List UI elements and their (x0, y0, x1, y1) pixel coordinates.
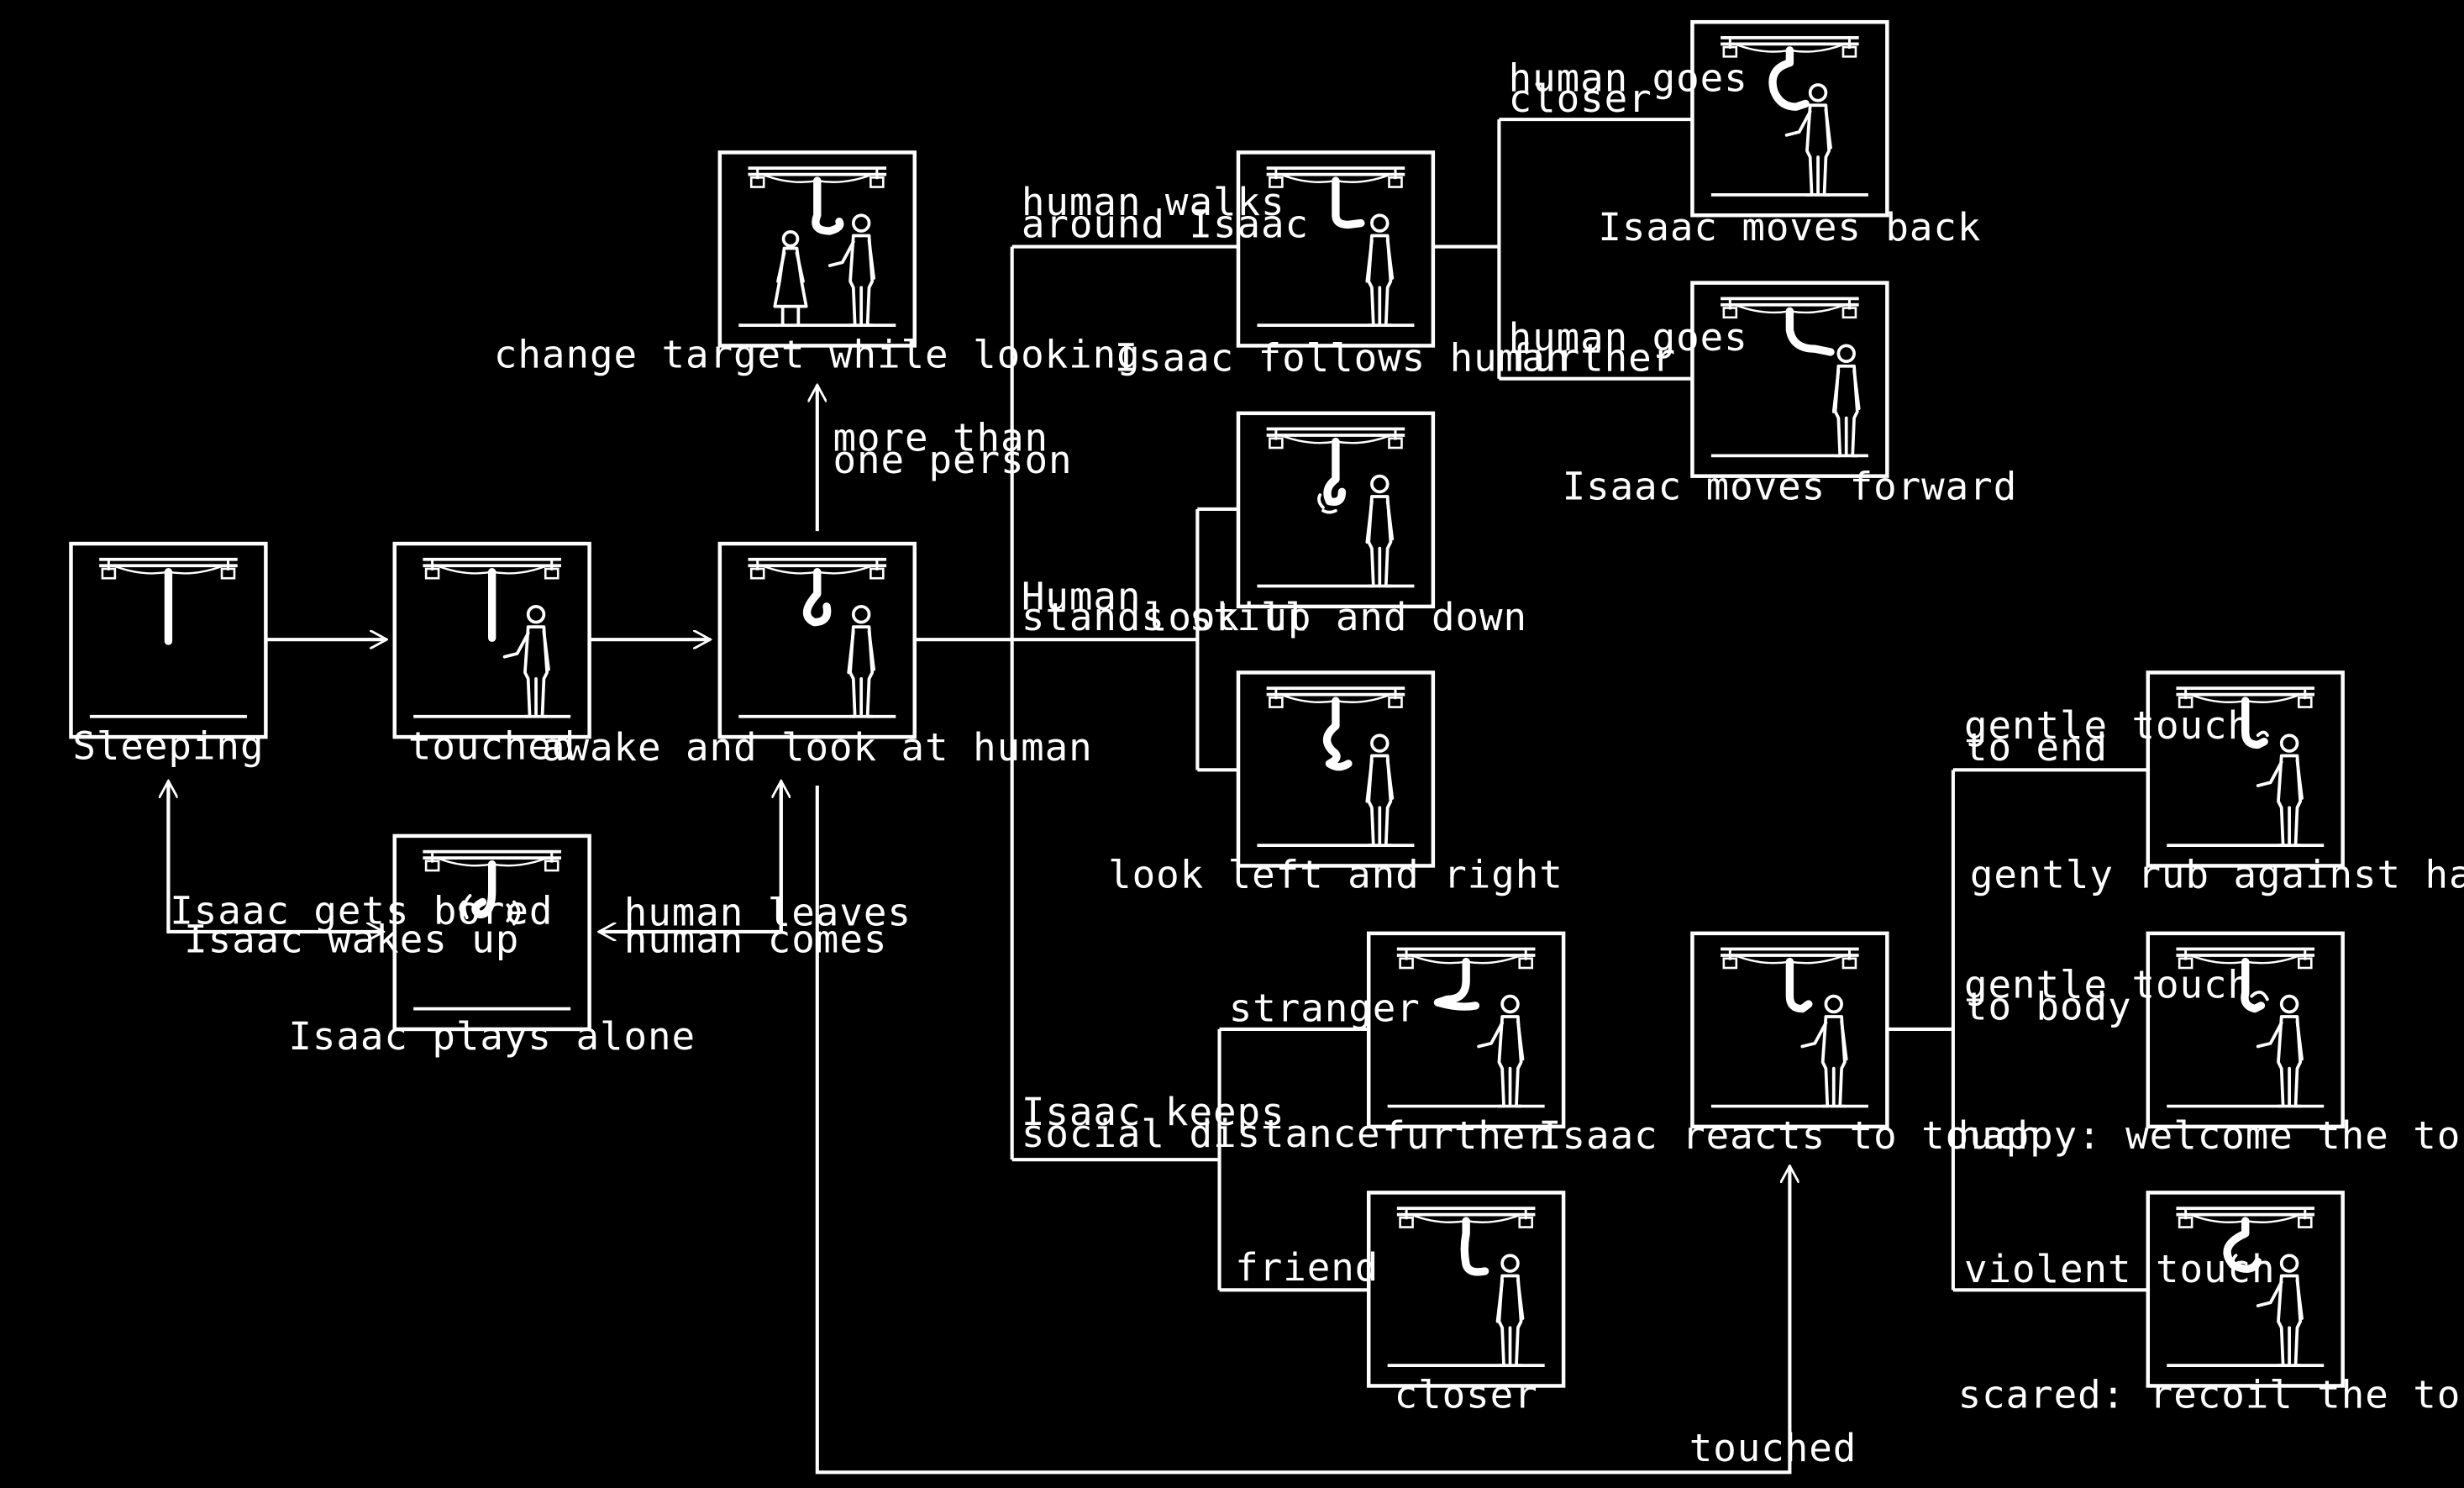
edge-social-distance-line2: social distance (1022, 1111, 1381, 1156)
label-moves-back: Isaac moves back (1598, 204, 1981, 250)
label-rub-hand: gently rub against hand (1970, 852, 2464, 897)
node-welcome-touch (2146, 931, 2345, 1129)
edge-walks-around-line1: human walks (1022, 179, 1285, 224)
label-touched: touched (408, 723, 576, 768)
edge-gentle-body-line1: gentle touch (1964, 962, 2251, 1007)
edge-gentle-end-line2: to end (1964, 724, 2108, 770)
edge-wakes-up: Isaac wakes up (184, 916, 519, 961)
edge-gentle-body-line2: to body (1964, 984, 2132, 1029)
node-further (1366, 931, 1566, 1129)
edge-goes-further-line1: human goes (1509, 314, 1748, 360)
label-follows: Isaac follows human (1115, 334, 1570, 380)
edge-labels: more than one person human walks around … (170, 55, 2276, 1470)
label-look-left-right: look left and right (1108, 852, 1563, 897)
node-touched (392, 541, 591, 739)
label-moves-forward: Isaac moves forward (1563, 464, 2018, 509)
node-moves-back (1690, 19, 1889, 218)
edge-friend: friend (1235, 1244, 1379, 1290)
label-plays-alone: Isaac plays alone (288, 1013, 696, 1059)
node-reacts-touch (1690, 931, 1889, 1129)
edge-violent-touch: violent touch (1964, 1246, 2276, 1291)
edge-goes-closer-line2: closer (1509, 76, 1652, 121)
label-further: further (1382, 1112, 1550, 1158)
edge-human-comes: human comes (624, 916, 888, 961)
label-awake: awake and look at human (542, 724, 1093, 770)
node-labels: Sleeping touched awake and look at human… (72, 204, 2464, 1417)
node-recoil-touch (2146, 1191, 2345, 1388)
node-plays-alone (392, 833, 591, 1032)
edge-goes-further-line2: further (1509, 334, 1677, 380)
edge-gentle-end-line1: gentle touch (1964, 702, 2251, 748)
node-look-up-down (1236, 411, 1436, 609)
edge-touched-loop: touched (1689, 1425, 1857, 1470)
edge-social-distance-line1: Isaac keeps (1022, 1089, 1285, 1134)
edge-stands-still-line1: Human (1022, 574, 1142, 619)
connectors (168, 118, 2146, 1475)
edge-stranger: stranger (1229, 986, 1421, 1031)
edge-goes-closer-line1: human goes (1509, 55, 1748, 100)
label-change-target: change target while looking (494, 332, 1141, 377)
edge-more-than-one-line1: more than (833, 415, 1048, 460)
node-follows-human (1236, 150, 1436, 348)
edge-walks-around-line2: around Isaac (1022, 201, 1309, 246)
label-sleeping: Sleeping (72, 723, 264, 768)
edge-gets-bored: Isaac gets bored (170, 888, 553, 933)
label-reacts-touch: Isaac reacts to touch (1538, 1112, 2041, 1158)
node-rub-hand (2146, 670, 2345, 868)
label-welcome-touch: happy: welcome the touch (1958, 1112, 2464, 1158)
node-look-left-right (1236, 670, 1436, 868)
node-change-target (717, 150, 917, 348)
label-look-up-down: look up and down (1144, 594, 1527, 639)
edge-human-leaves: human leaves (624, 889, 912, 934)
edge-stands-still-line2: stands still (1022, 594, 1309, 639)
node-awake-look (717, 541, 917, 739)
node-sleeping (69, 541, 268, 739)
label-recoil-touch: scared: recoil the touch (1958, 1372, 2464, 1417)
edge-more-than-one-line2: one person (833, 437, 1072, 482)
node-moves-forward (1690, 281, 1889, 478)
node-closer (1366, 1191, 1566, 1388)
label-closer: closer (1395, 1372, 1538, 1417)
